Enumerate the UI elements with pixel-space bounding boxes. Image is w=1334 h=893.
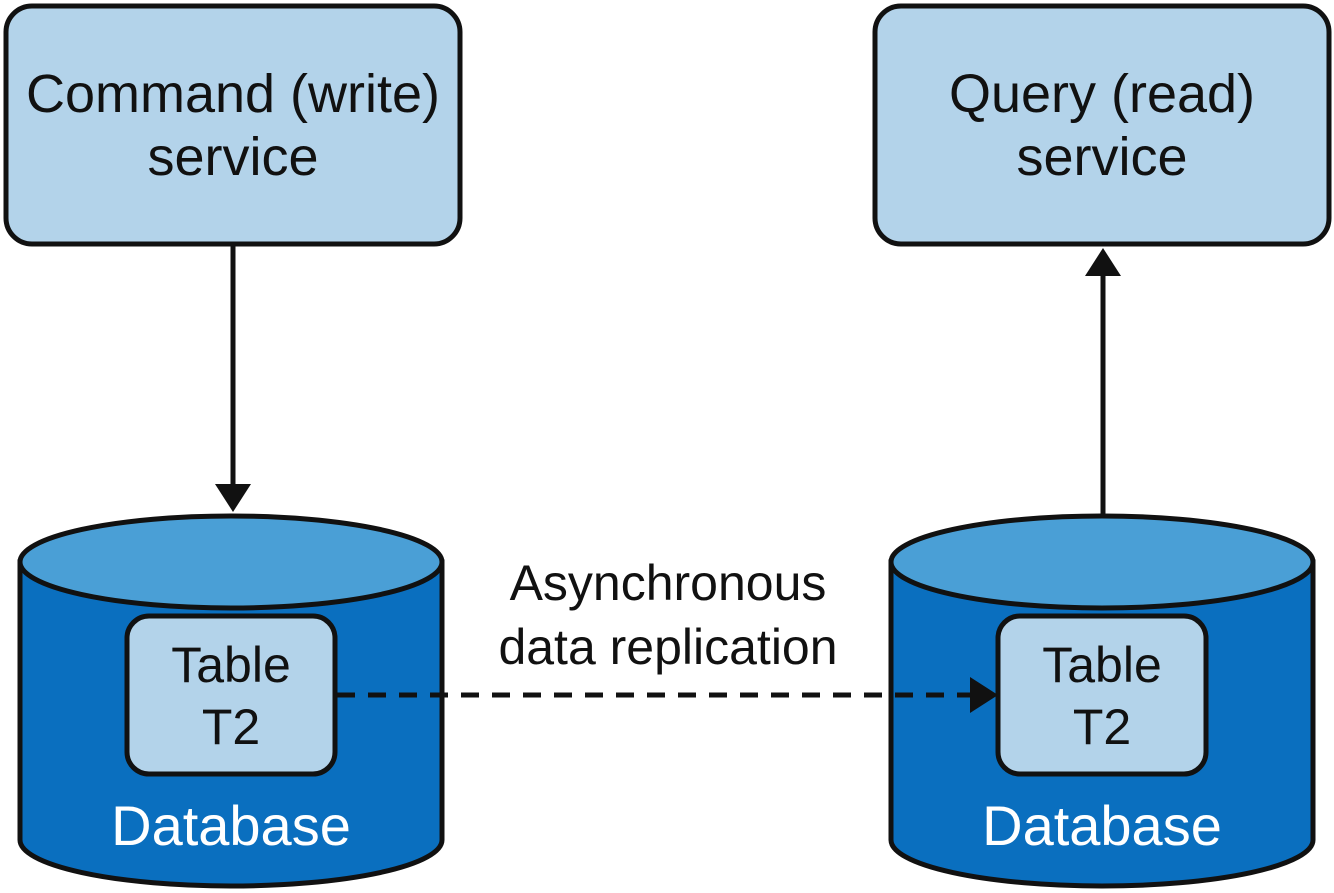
query-service-box: Query (read) service <box>872 3 1332 247</box>
command-service-label-line1: Command (write) <box>26 64 440 124</box>
command-service-label-line2: service <box>147 127 318 187</box>
replication-label-line2: data replication <box>498 619 837 675</box>
query-service-label-line2: service <box>1016 127 1187 187</box>
command-service-box: Command (write) service <box>3 3 463 247</box>
replication-label: Asynchronous data replication <box>498 555 837 675</box>
query-service-label-line1: Query (read) <box>949 64 1255 124</box>
left-database-label: Database <box>111 794 351 857</box>
replication-arrow <box>337 677 998 713</box>
write-arrow <box>215 246 251 512</box>
left-database-cylinder: Table T2 Database <box>17 513 445 889</box>
read-arrow <box>1085 248 1121 515</box>
replication-label-line1: Asynchronous <box>510 555 827 611</box>
left-table-box <box>124 613 338 777</box>
right-table-label-line2: T2 <box>1073 699 1131 755</box>
left-table-label-line2: T2 <box>202 699 260 755</box>
left-table-label-line1: Table <box>171 637 291 693</box>
right-table-label-line1: Table <box>1042 637 1162 693</box>
right-database-label: Database <box>982 794 1222 857</box>
right-database-cylinder: Table T2 Database <box>888 513 1316 889</box>
